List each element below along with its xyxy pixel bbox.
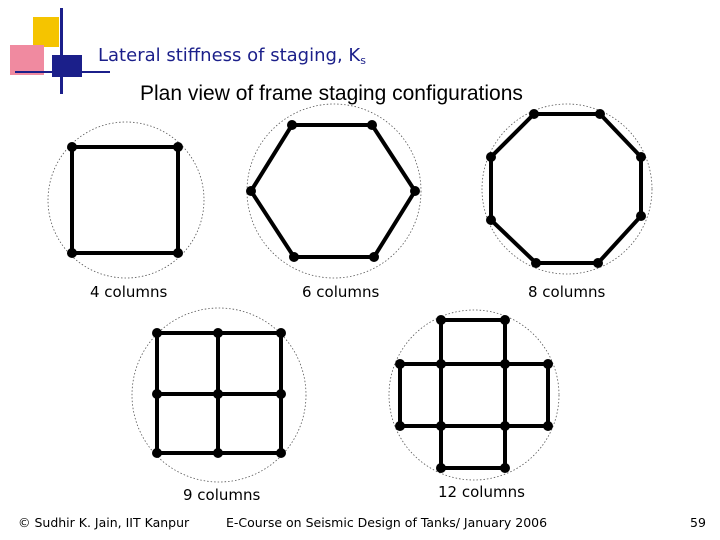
tank-outline-circle (47, 121, 205, 279)
config-6-columns (246, 103, 422, 279)
label-9-columns: 9 columns (183, 486, 261, 504)
tank-outline-circle (131, 307, 307, 483)
page-number: 59 (690, 515, 706, 530)
tank-outline-circle (481, 103, 653, 275)
label-4-columns: 4 columns (90, 283, 168, 301)
frame-beams (70, 145, 180, 255)
config-9-columns (131, 307, 307, 483)
column-nodes (246, 120, 420, 262)
label-12-columns: 12 columns (438, 483, 525, 501)
slide-title: Lateral stiffness of staging, Ks (98, 45, 366, 67)
column-nodes (486, 109, 646, 268)
diagram-subtitle: Plan view of frame staging configuration… (140, 82, 523, 105)
config-4-columns (47, 121, 205, 279)
slide-logo (10, 8, 110, 94)
footer-author: © Sudhir K. Jain, IIT Kanpur (18, 515, 190, 530)
frame-beams (248, 123, 418, 259)
slide-title-text: Lateral stiffness of staging, K (98, 45, 361, 66)
config-12-columns (388, 309, 560, 481)
tank-outline-circle (246, 103, 422, 279)
label-8-columns: 8 columns (528, 283, 606, 301)
tank-outline-circle (388, 309, 560, 481)
column-nodes (67, 142, 183, 258)
footer-course: E-Course on Seismic Design of Tanks/ Jan… (226, 515, 548, 530)
frame-beams (398, 318, 550, 470)
slide-title-subscript: s (360, 54, 366, 67)
label-6-columns: 6 columns (302, 283, 380, 301)
column-nodes (152, 328, 286, 458)
column-nodes (395, 315, 553, 473)
frame-beams (489, 112, 643, 265)
config-8-columns (481, 103, 653, 275)
